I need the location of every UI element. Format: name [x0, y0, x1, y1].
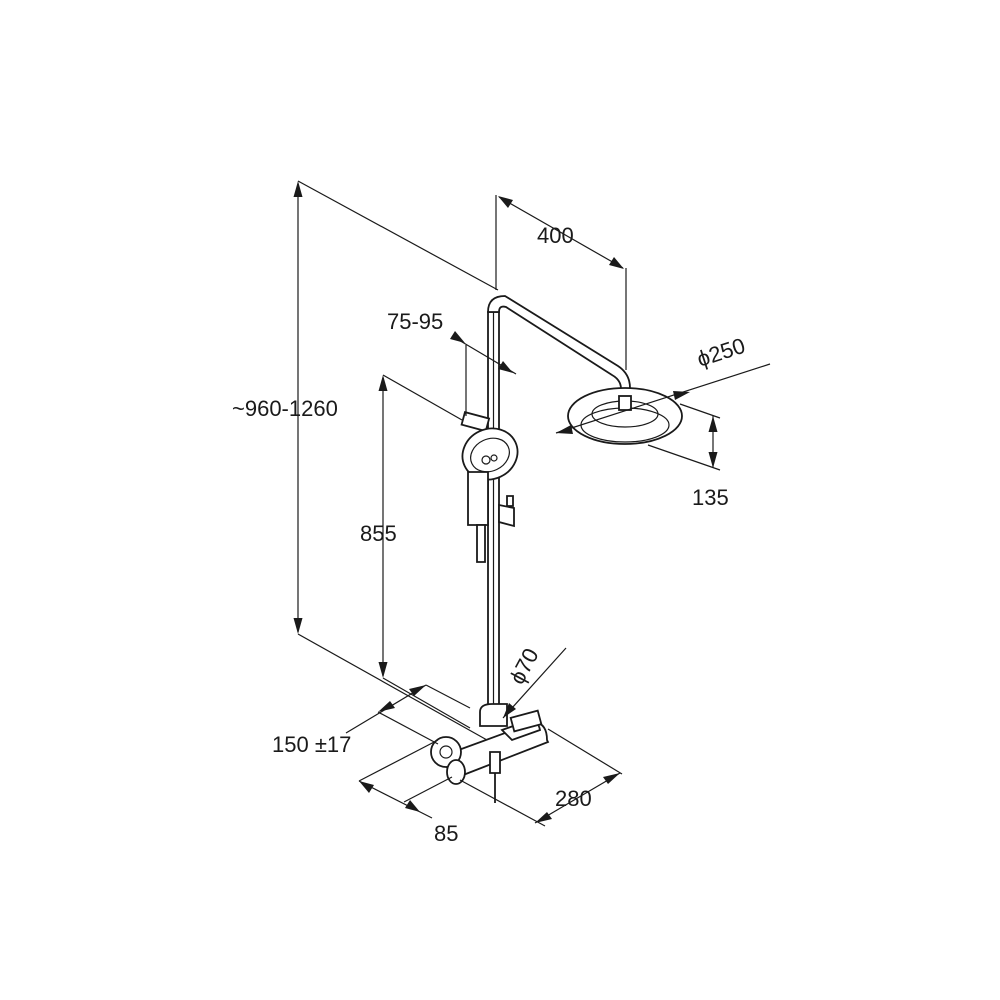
dim-mixer-projection: 85	[358, 739, 458, 846]
dim-overall-height: ~960-1260	[232, 180, 499, 741]
dim-inlet-spacing: 150 ±17	[272, 684, 471, 757]
dim-hand-shower-height-label: 855	[360, 521, 397, 546]
dim-mixer-width: 280	[459, 728, 623, 827]
dim-mixer-projection-label: 85	[434, 821, 458, 846]
dim-slider-offset-label: 75-95	[387, 309, 443, 334]
dim-head-depth-label: 135	[692, 485, 729, 510]
shower-assembly	[430, 295, 683, 803]
riser-rail	[487, 311, 500, 716]
shower-arm	[487, 295, 631, 399]
dim-mixer-diameter: ϕ70	[502, 644, 567, 719]
dim-arm-length-label: 400	[537, 223, 574, 248]
overhead-shower-head	[567, 387, 683, 445]
dim-mixer-diameter-label: ϕ70	[504, 644, 543, 688]
dim-head-depth: 135	[647, 403, 729, 510]
dim-mixer-width-label: 280	[555, 786, 592, 811]
dim-head-diameter-label: ϕ250	[694, 333, 748, 372]
dim-arm-length: 400	[495, 195, 627, 370]
thermostatic-mixer	[430, 703, 550, 803]
dim-overall-height-label: ~960-1260	[232, 396, 338, 421]
hand-shower	[460, 410, 519, 563]
dim-slider-offset: 75-95	[387, 309, 517, 416]
dim-hand-shower-height: 855	[360, 374, 471, 729]
dim-inlet-spacing-label: 150 ±17	[272, 732, 351, 757]
dim-head-diameter-value: 250	[706, 333, 749, 368]
